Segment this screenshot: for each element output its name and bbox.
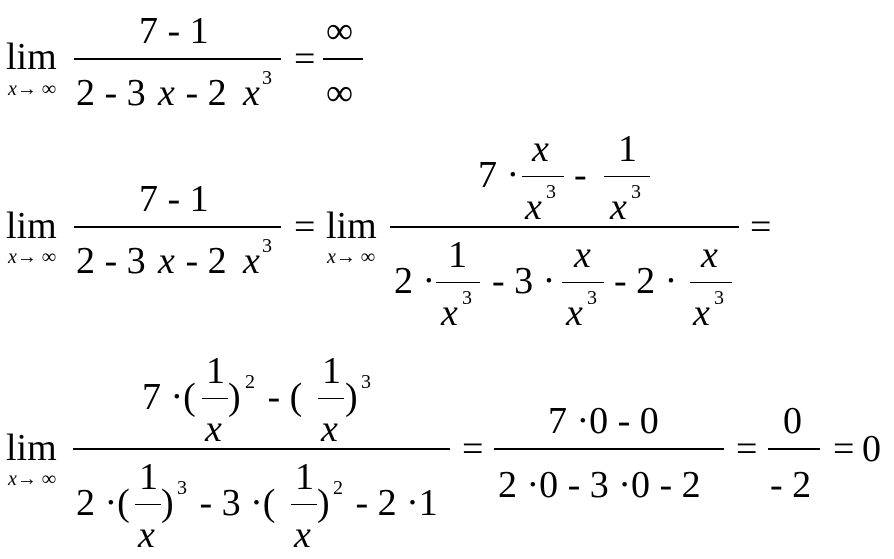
fraction-bar: [202, 398, 228, 399]
infinity-symbol: ∞: [326, 10, 354, 52]
fraction-bar: [522, 176, 564, 177]
numeral-one: 1: [139, 456, 158, 498]
paren-close: ): [317, 482, 330, 524]
denominator-term: - 3 ·(: [190, 482, 276, 524]
fraction-denominator-part: 2 - 3: [76, 240, 146, 282]
lim-subscript: x→ ∞: [8, 246, 57, 268]
lim-label: lim: [326, 205, 377, 247]
exponent: 3: [262, 67, 272, 89]
fraction-numerator: 7 - 1: [139, 10, 209, 52]
numeral-one: 1: [295, 456, 314, 498]
lim-label: lim: [6, 36, 57, 78]
variable-x: x: [441, 292, 458, 334]
lim-label: lim: [6, 427, 57, 469]
lim-subscript: x→ ∞: [8, 468, 57, 490]
fraction-denominator: 2 ·0 - 3 ·0 - 2: [498, 464, 701, 506]
exponent: 2: [245, 371, 255, 393]
minus-sign: -: [574, 154, 587, 196]
variable-x: x: [158, 240, 175, 282]
fraction-numerator: 7 - 1: [139, 178, 209, 220]
equals-sign: =: [833, 428, 855, 470]
denominator-term: 2 ·: [394, 260, 436, 302]
equals-sign: =: [294, 38, 316, 80]
exponent: 3: [262, 235, 272, 257]
numeral-one: 1: [618, 128, 637, 170]
variable-x: x: [610, 186, 627, 228]
exponent: 3: [546, 181, 556, 203]
denominator-term: - 3 ·: [492, 260, 556, 302]
paren-close: ): [161, 482, 174, 524]
result-value: 0: [862, 428, 881, 470]
fraction-denominator-part: - 2: [176, 72, 227, 114]
fraction-bar: [690, 282, 732, 283]
exponent: 2: [333, 477, 343, 499]
fraction-denominator-part: 2 - 3: [76, 72, 146, 114]
paren-close: ): [228, 376, 241, 418]
fraction-bar: [318, 398, 344, 399]
fraction-bar: [768, 448, 820, 450]
paren-close: ): [345, 376, 358, 418]
variable-x: x: [243, 72, 260, 114]
equals-sign: =: [736, 428, 758, 470]
equals-sign: =: [294, 206, 316, 248]
fraction-bar: [390, 226, 739, 228]
numerator-term: 7 ·: [478, 154, 520, 196]
variable-x: x: [532, 128, 549, 170]
fraction-bar: [562, 282, 604, 283]
exponent: 3: [714, 287, 724, 309]
fraction-bar: [74, 226, 281, 228]
denominator-term: 2 ·(: [76, 482, 130, 524]
fraction-denominator-part: - 2: [176, 240, 227, 282]
exponent: 3: [177, 477, 187, 499]
numeral-one: 1: [206, 350, 225, 392]
denominator-term: - 2 ·: [614, 260, 678, 302]
lim-subscript: x→ ∞: [327, 246, 376, 268]
fraction-bar: [323, 58, 363, 60]
equals-sign: =: [750, 206, 772, 248]
fraction-numerator: 7 ·0 - 0: [548, 400, 659, 442]
variable-x: x: [693, 292, 710, 334]
equals-sign: =: [462, 428, 484, 470]
fraction-bar: [604, 176, 650, 177]
fraction-bar: [74, 58, 281, 60]
fraction-numerator: 0: [783, 400, 802, 442]
exponent: 3: [462, 287, 472, 309]
exponent: 3: [361, 371, 371, 393]
denominator-term: - 2 ·1: [346, 482, 438, 524]
numerator-term: 7 ·(: [142, 376, 196, 418]
variable-x: x: [701, 234, 718, 276]
fraction-bar: [73, 448, 450, 450]
exponent: 3: [587, 287, 597, 309]
variable-x: x: [243, 240, 260, 282]
fraction-bar: [436, 282, 480, 283]
variable-x: x: [321, 408, 338, 450]
fraction-bar: [494, 448, 724, 450]
numeral-one: 1: [322, 350, 341, 392]
lim-label: lim: [6, 205, 57, 247]
fraction-bar: [135, 504, 161, 505]
fraction-denominator: - 2: [770, 464, 812, 506]
fraction-bar: [291, 504, 317, 505]
variable-x: x: [566, 292, 583, 334]
infinity-symbol: ∞: [326, 72, 354, 114]
variable-x: x: [138, 514, 155, 556]
variable-x: x: [294, 514, 311, 556]
variable-x: x: [205, 408, 222, 450]
variable-x: x: [525, 186, 542, 228]
lim-subscript: x→ ∞: [8, 78, 57, 100]
exponent: 3: [631, 181, 641, 203]
numerator-term: - (: [258, 376, 303, 418]
variable-x: x: [158, 72, 175, 114]
variable-x: x: [574, 234, 591, 276]
numeral-one: 1: [448, 234, 467, 276]
